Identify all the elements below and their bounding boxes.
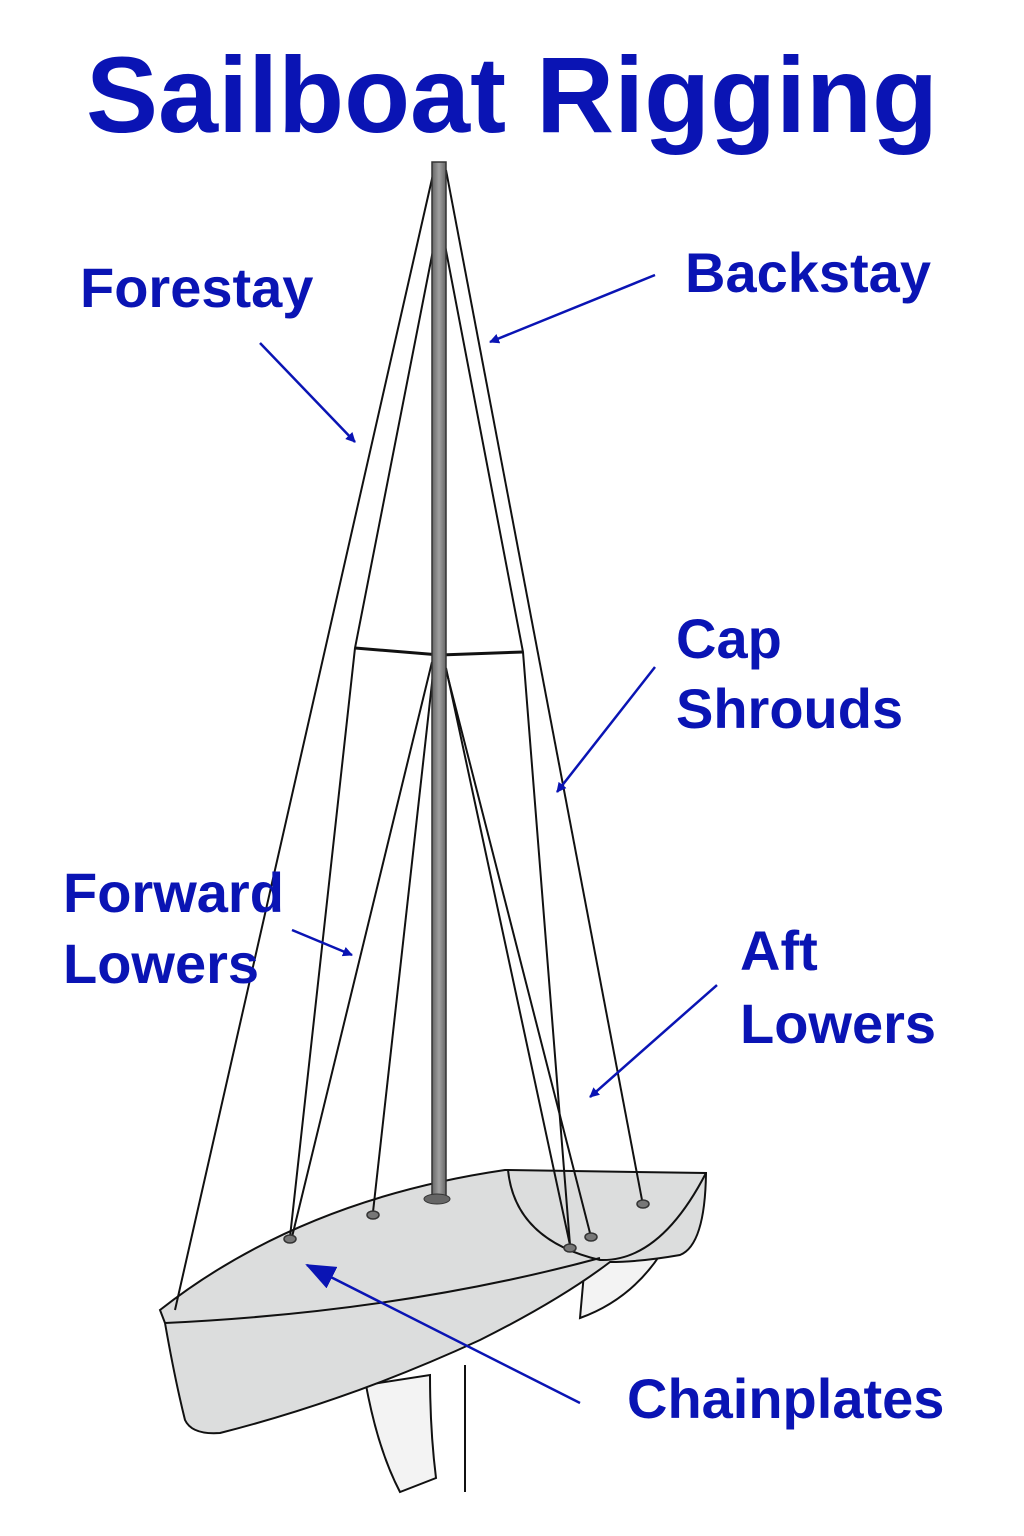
cockpit-outline <box>507 1169 707 1262</box>
label-aft-lowers-2: Lowers <box>740 992 936 1055</box>
chainplates-arrow <box>305 1263 581 1405</box>
backstay-wire <box>445 169 643 1201</box>
aft-lower-port <box>443 661 591 1234</box>
label-forestay: Forestay <box>80 256 313 319</box>
backstay-arrow <box>489 273 656 344</box>
hull <box>158 1168 708 1435</box>
chainplates <box>283 1199 650 1253</box>
forestay-wire <box>174 169 435 1311</box>
forestay-arrow <box>259 342 356 443</box>
label-cap-shrouds-2: Shrouds <box>676 677 903 740</box>
aft-lower-starboard <box>445 667 571 1246</box>
keel <box>364 1373 438 1494</box>
label-forward-lowers-1: Forward <box>63 861 284 924</box>
mast <box>431 161 447 1199</box>
label-cap-shrouds-1: Cap <box>676 607 782 670</box>
forward-lower-port <box>291 661 433 1238</box>
label-chainplates: Chainplates <box>627 1367 944 1430</box>
aft-lowers-arrow <box>589 984 718 1098</box>
cap-shrouds-arrow <box>556 666 656 793</box>
mast-step <box>423 1193 451 1205</box>
label-backstay: Backstay <box>685 241 931 304</box>
forward-lower-starboard <box>372 664 435 1213</box>
sheer-line <box>164 1257 601 1324</box>
label-aft-lowers-1: Aft <box>740 919 818 982</box>
rigging <box>174 169 643 1311</box>
label-forward-lowers-2: Lowers <box>63 932 259 995</box>
diagram-title: Sailboat Rigging <box>86 34 938 155</box>
forward-lowers-arrow <box>291 928 353 957</box>
